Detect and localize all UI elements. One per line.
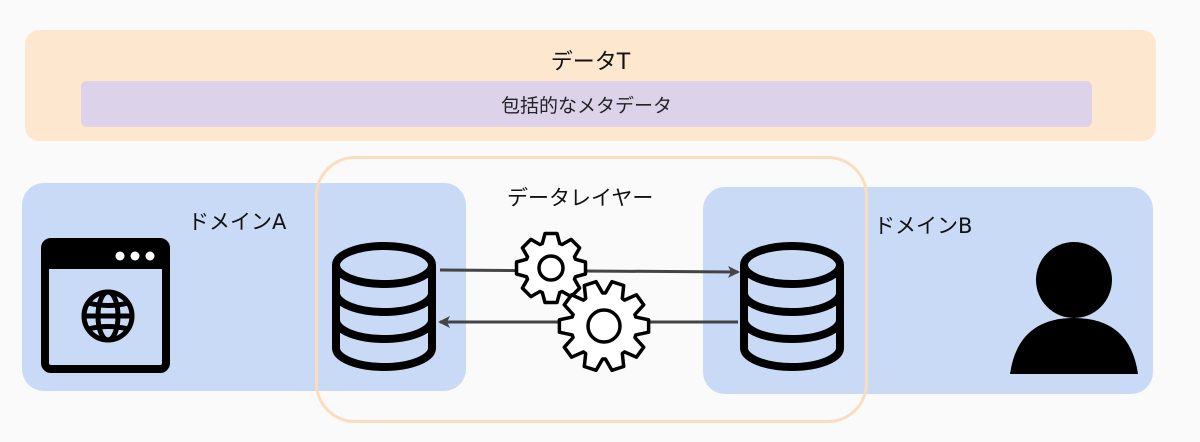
data-layer-title: データレイヤー	[507, 186, 654, 210]
metadata-bar: 包括的なメタデータ	[81, 81, 1092, 127]
domain-b-label: ドメインB	[874, 214, 973, 238]
domain-a-label: ドメインA	[188, 210, 287, 234]
gear-hole	[537, 254, 565, 282]
top-band-title: データT	[550, 50, 631, 75]
data-layer-frame	[315, 156, 868, 423]
database-icon-domain-b	[740, 242, 844, 371]
top-band: データT 包括的なメタデータ	[25, 30, 1156, 141]
gear-hole	[586, 308, 622, 344]
database-icon-domain-a	[332, 242, 436, 371]
flow-arrow-a-to-b	[439, 265, 740, 278]
metadata-bar-label: 包括的なメタデータ	[500, 94, 672, 117]
gear-icon	[514, 231, 588, 305]
browser-window-icon	[41, 238, 170, 373]
gear-icon	[557, 279, 651, 373]
globe-icon	[81, 289, 135, 343]
user-icon	[1010, 242, 1138, 374]
